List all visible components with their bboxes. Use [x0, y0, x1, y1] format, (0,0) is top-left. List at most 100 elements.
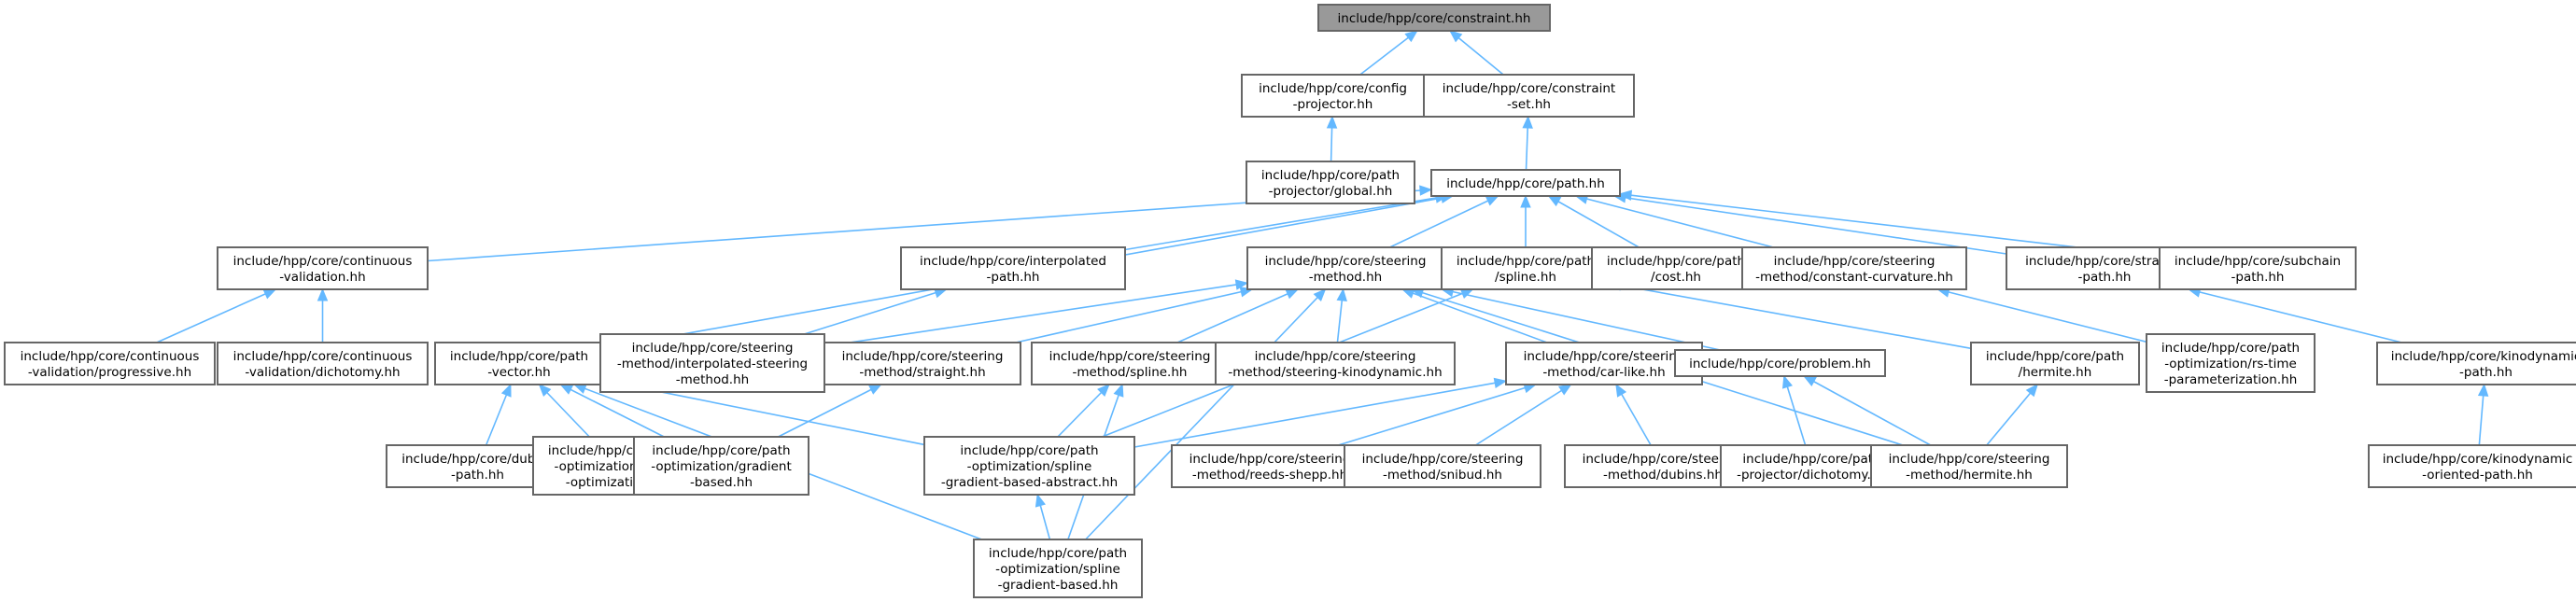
node-box[interactable] [1215, 342, 1456, 385]
node-sm-hermite[interactable]: include/hpp/core/steering-method/hermite… [1870, 444, 2068, 488]
node-box[interactable] [217, 246, 429, 290]
node-box[interactable] [1674, 349, 1886, 377]
node-label-line: -parameterization.hh [2164, 372, 2298, 387]
node-po-spline-abstract[interactable]: include/hpp/core/path-optimization/splin… [923, 436, 1135, 496]
arrowhead-icon [1803, 375, 1817, 387]
edge-sm-reeds-shepp-to-sm-car-like [1337, 384, 1537, 446]
node-label-line: include/hpp/core/path [1457, 254, 1595, 269]
node-box[interactable] [1423, 74, 1635, 118]
node-po-rs-time[interactable]: include/hpp/core/path-optimization/rs-ti… [2146, 333, 2316, 393]
node-kinodynamic-path[interactable]: include/hpp/core/kinodynamic-path.hh [2376, 342, 2576, 385]
edge-sm-hermite-to-problem [1803, 375, 1932, 446]
node-box[interactable] [2376, 342, 2576, 385]
arrowhead-icon [500, 383, 512, 398]
node-box[interactable] [4, 342, 216, 385]
node-box[interactable] [2159, 246, 2357, 290]
node-box[interactable] [1246, 161, 1415, 204]
node-label-line: include/hpp/core/interpolated [920, 254, 1106, 269]
node-sm-kinodynamic[interactable]: include/hpp/core/steering-method/steerin… [1215, 342, 1456, 385]
node-subchain-path[interactable]: include/hpp/core/subchain-path.hh [2159, 246, 2357, 290]
node-label-line: -method/steering-kinodynamic.hh [1228, 365, 1442, 380]
node-path-hermite[interactable]: include/hpp/core/path/hermite.hh [1970, 342, 2140, 385]
node-path-vector[interactable]: include/hpp/core/path-vector.hh [434, 342, 604, 385]
node-box[interactable] [900, 246, 1126, 290]
node-sm-reeds-shepp[interactable]: include/hpp/core/steering-method/reeds-s… [1171, 444, 1369, 488]
node-label-line: -projector/dichotomy.hh [1737, 468, 1887, 483]
node-box[interactable] [2146, 333, 2316, 393]
node-sm-spline[interactable]: include/hpp/core/steering-method/spline.… [1031, 342, 1229, 385]
node-box[interactable] [973, 539, 1143, 598]
node-label-line: -method/interpolated-steering [617, 357, 808, 371]
arrowhead-icon [1522, 115, 1533, 129]
node-box[interactable] [1741, 246, 1967, 290]
node-label-line: -method/constant-curvature.hh [1755, 270, 1953, 285]
node-box[interactable] [217, 342, 429, 385]
node-box[interactable] [1505, 342, 1703, 385]
arrowhead-icon [1313, 288, 1327, 302]
arrowhead-icon [1419, 185, 1433, 196]
arrowhead-icon [1035, 493, 1046, 508]
node-label-line: -validation.hh [279, 270, 365, 285]
node-path-projector-global[interactable]: include/hpp/core/path-projector/global.h… [1246, 161, 1415, 204]
edge-sm-snibud-to-sm-car-like [1474, 384, 1572, 446]
node-path-spline[interactable]: include/hpp/core/path/spline.hh [1441, 246, 1611, 290]
node-problem[interactable]: include/hpp/core/problem.hh [1674, 349, 1886, 377]
node-box[interactable] [1246, 246, 1444, 290]
edge-sm-spline-to-steering-method [1176, 288, 1299, 343]
node-box[interactable] [1031, 342, 1229, 385]
node-constraint-set[interactable]: include/hpp/core/constraint-set.hh [1423, 74, 1635, 118]
node-box[interactable] [1317, 4, 1551, 32]
node-box[interactable] [1870, 444, 2068, 488]
arrowhead-icon [2025, 384, 2039, 398]
node-sm-car-like[interactable]: include/hpp/core/steering-method/car-lik… [1505, 342, 1703, 385]
node-steering-method[interactable]: include/hpp/core/steering-method.hh [1246, 246, 1444, 290]
node-kinodynamic-oriented-path[interactable]: include/hpp/core/kinodynamic-oriented-pa… [2368, 444, 2576, 488]
node-sm-straight[interactable]: include/hpp/core/steering-method/straigh… [823, 342, 1021, 385]
node-label-line: -path.hh [451, 468, 504, 483]
node-config-projector[interactable]: include/hpp/core/config-projector.hh [1241, 74, 1425, 118]
node-interpolated-path[interactable]: include/hpp/core/interpolated-path.hh [900, 246, 1126, 290]
node-box[interactable] [599, 333, 825, 393]
node-cv-progressive[interactable]: include/hpp/core/continuous-validation/p… [4, 342, 216, 385]
node-box[interactable] [1241, 74, 1425, 118]
node-box[interactable] [1430, 169, 1621, 197]
node-box[interactable] [1591, 246, 1761, 290]
node-label-line: include/hpp/core/dubins [401, 452, 554, 467]
node-box[interactable] [1970, 342, 2140, 385]
node-label-line: -method/snibud.hh [1383, 468, 1502, 483]
node-label-line: -method/dubins.hh [1603, 468, 1723, 483]
node-path-cost[interactable]: include/hpp/core/path/cost.hh [1591, 246, 1761, 290]
node-label-line: -path.hh [987, 270, 1040, 285]
node-box[interactable] [923, 436, 1135, 496]
arrowhead-icon [1097, 384, 1110, 397]
node-continuous-validation[interactable]: include/hpp/core/continuous-validation.h… [217, 246, 429, 290]
node-label-line: /spline.hh [1495, 270, 1556, 285]
edge-sm-car-like-to-steering-method [1401, 288, 1548, 343]
node-label-line: /cost.hh [1651, 270, 1701, 285]
node-constraint[interactable]: include/hpp/core/constraint.hh [1317, 4, 1551, 32]
node-box[interactable] [2368, 444, 2576, 488]
node-sm-interpolated[interactable]: include/hpp/core/steering-method/interpo… [599, 333, 825, 393]
edge-cv-progressive-to-continuous-validation [156, 288, 276, 343]
nodes-layer: include/hpp/core/constraint.hh include/hp… [4, 4, 2576, 598]
node-cv-dichotomy[interactable]: include/hpp/core/continuous-validation/d… [217, 342, 429, 385]
node-po-spline-gradient[interactable]: include/hpp/core/path-optimization/splin… [973, 539, 1143, 598]
node-sm-snibud[interactable]: include/hpp/core/steering-method/snibud.… [1344, 444, 1541, 488]
edge-po-spline-abstract-to-sm-car-like [1133, 380, 1507, 448]
arrowhead-icon [867, 384, 882, 395]
node-box[interactable] [823, 342, 1021, 385]
node-box[interactable] [434, 342, 604, 385]
node-po-gradient[interactable]: include/hpp/core/path-optimization/gradi… [633, 436, 809, 496]
node-label-line: include/hpp/core/steering [1265, 254, 1427, 269]
node-sm-constant-curvature[interactable]: include/hpp/core/steering-method/constan… [1741, 246, 1967, 290]
node-label-line: -gradient-based.hh [998, 578, 1119, 593]
node-label-line: -optimization/rs-time [2164, 357, 2297, 371]
arrowhead-icon [1618, 189, 1633, 201]
node-label-line: include/hpp/core/straight [2025, 254, 2184, 269]
node-label-line: -optimization/spline [995, 562, 1120, 577]
edge-path-cost-to-path [1548, 195, 1640, 248]
node-label-line: include/hpp/core/kinodynamic [2383, 452, 2573, 467]
node-box[interactable] [1344, 444, 1541, 488]
node-path[interactable]: include/hpp/core/path.hh [1430, 169, 1621, 197]
node-box[interactable] [633, 436, 809, 496]
